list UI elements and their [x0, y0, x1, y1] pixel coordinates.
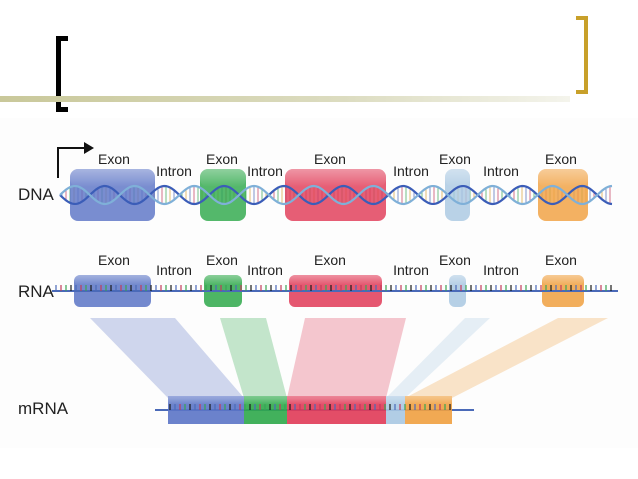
mrna-exon-highlight	[386, 396, 405, 405]
dna-intron-label: Intron	[156, 163, 192, 179]
dna-exon-label: Exon	[314, 151, 346, 167]
rna-intron-label: Intron	[483, 262, 519, 278]
segment-label-layer: ExonExonIntronIntronExonExonIntronIntron…	[98, 151, 577, 278]
exon-projection-band	[386, 318, 490, 398]
dna-exon-label: Exon	[206, 151, 238, 167]
rna-exon-label: Exon	[206, 252, 238, 268]
dna-exon-label: Exon	[98, 151, 130, 167]
dna-intron-label: Intron	[483, 163, 519, 179]
mrna-row	[155, 396, 474, 424]
rna-intron-label: Intron	[393, 262, 429, 278]
dna-exon-highlight	[200, 169, 246, 187]
transcription-start-arrow-icon	[57, 142, 94, 178]
rna-exon-highlight	[204, 275, 242, 285]
rna-exon-highlight	[289, 275, 382, 285]
mrna-exon-highlight	[405, 396, 452, 405]
exon-projection-band	[405, 318, 608, 398]
rna-exon-label: Exon	[314, 252, 346, 268]
mrna-exon-highlight	[287, 396, 386, 405]
dna-exon-highlight	[285, 169, 386, 187]
projection-band-layer	[90, 318, 608, 398]
dna-strand	[59, 184, 613, 206]
dna-intron-label: Intron	[247, 163, 283, 179]
dna-exon-highlight	[538, 169, 588, 187]
rna-intron-label: Intron	[156, 262, 192, 278]
exon-projection-band	[220, 318, 287, 398]
dna-intron-label: Intron	[393, 163, 429, 179]
dna-strand	[59, 184, 613, 206]
dna-exon-highlight	[445, 169, 470, 187]
rna-exon-highlight	[542, 275, 584, 285]
rna-exon-label: Exon	[545, 252, 577, 268]
rna-intron-label: Intron	[247, 262, 283, 278]
mrna-exon-highlight	[168, 396, 244, 405]
rna-exon-highlight	[74, 275, 151, 285]
title-underline	[0, 96, 570, 102]
dna-exon-label: Exon	[545, 151, 577, 167]
dna-exon-label: Exon	[439, 151, 471, 167]
exon-projection-band	[90, 318, 244, 398]
title-bracket-left	[56, 36, 68, 112]
dna-exon-highlight	[70, 169, 155, 187]
dna-row	[59, 169, 613, 221]
rna-exon-label: Exon	[439, 252, 471, 268]
mrna-row-label: mRNA	[18, 399, 69, 418]
rna-exon-highlight	[449, 275, 466, 285]
mrna-exon-highlight	[244, 396, 287, 405]
dna-row-label: DNA	[18, 185, 55, 204]
rna-row	[52, 275, 618, 307]
rna-row-label: RNA	[18, 282, 55, 301]
exon-projection-band	[287, 318, 406, 398]
rna-exon-label: Exon	[98, 252, 130, 268]
title-bracket-right	[576, 16, 588, 94]
